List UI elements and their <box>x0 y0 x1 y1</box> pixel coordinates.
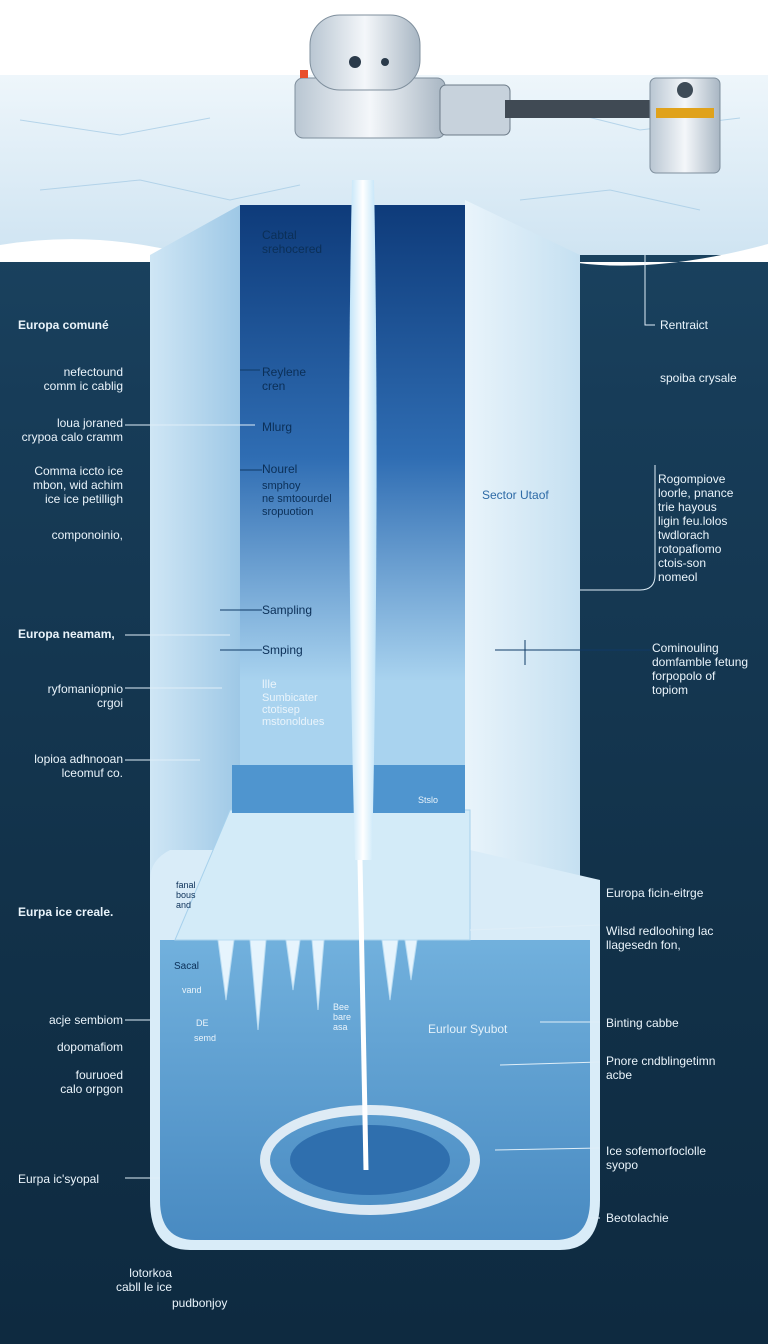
label-stello: Stslo <box>418 795 439 805</box>
pool-ring <box>260 1105 480 1215</box>
label-de: DE <box>196 1018 209 1028</box>
label-loua-joraned: loua joraned crypoa calo cramm <box>21 416 123 444</box>
label-sampling: Sampling <box>262 603 313 617</box>
label-pudbonjoy: pudbonjoy <box>172 1296 228 1310</box>
label-nourel: Nourel <box>262 462 298 476</box>
label-fanal: fanal bous and <box>176 880 196 910</box>
label-cabtal: Cabtal srehocered <box>262 228 323 256</box>
label-pnore-cnd: Pnore cndblingetimn acbe <box>606 1054 716 1082</box>
label-sector-utaof: Sector Utaof <box>482 488 549 502</box>
label-mlurg: Mlurg <box>262 420 293 434</box>
label-nefectound: nefectound comm ic cablig <box>43 365 123 393</box>
label-beotolachie: Beotolachie <box>606 1211 669 1225</box>
label-sumbicater: Sumbicater ctotisep mstonoldues <box>262 692 325 728</box>
label-spoiba-crysale: spoiba crysale <box>660 371 737 385</box>
label-europa-neamam: Europa neamam, <box>18 627 115 641</box>
pool-center <box>290 1125 450 1195</box>
label-smphoy: smphoy ne smtoourdel sropuotion <box>262 480 332 518</box>
label-europa-icesyopal: Eurpa ic'syopal <box>18 1172 99 1186</box>
ice-surface <box>0 75 768 255</box>
drill-assembly <box>294 14 721 174</box>
ice-shelf <box>174 809 471 941</box>
surface-cracks <box>19 109 741 211</box>
label-europa-comune: Europa comuné <box>18 318 109 332</box>
label-wilsd-redlooh: Wilsd redloohing lac llagesedn fon, <box>606 924 714 952</box>
label-lotorkoa: lotorkoa cabll le ice <box>115 1266 172 1294</box>
leader-lines <box>125 255 656 1219</box>
label-ille: llle <box>262 677 277 691</box>
label-fouruoed: fouruoed calo orpgon <box>60 1068 123 1096</box>
leader-lines-dark <box>220 369 650 665</box>
label-europa-ice-creale: Eurpa ice creale. <box>18 905 114 919</box>
label-eurlour-syubot: Eurlour Syubot <box>428 1022 508 1036</box>
water-stream <box>349 180 377 860</box>
label-componoinio: componoinio, <box>51 528 123 542</box>
icicles <box>217 939 418 1031</box>
label-rogompilove: Rogompiove loorle, pnance trie hayous li… <box>658 472 734 584</box>
label-bee-bare: Bee bare asa <box>333 1002 352 1032</box>
label-reylene: Reylene cren <box>262 365 307 393</box>
label-binting-cabbe: Binting cabbe <box>606 1016 679 1030</box>
label-smping: Smping <box>262 643 303 657</box>
label-semd: semd <box>194 1033 217 1043</box>
label-comma-iccto: Comma iccto ice mbon, wid achim ice ice … <box>32 464 123 506</box>
label-vand: vand <box>182 985 202 995</box>
label-ice-sofemor: Ice sofemorfoclolle syopo <box>606 1144 707 1172</box>
label-rentraict: Rentraict <box>660 318 709 332</box>
label-comminouling: Cominouling domfamble fetung forpopolo o… <box>652 641 749 697</box>
label-acje-sembiom: acje sembiom <box>48 1013 123 1027</box>
label-dopomafiom: dopomafiom <box>56 1040 123 1054</box>
stream-lower <box>357 859 369 1171</box>
ice-block-left <box>150 205 240 960</box>
water-surface <box>232 765 465 813</box>
label-europa-ficin: Europa ficin-eitrge <box>606 886 704 900</box>
label-iopioa-adhnooan: lopioa adhnooan lceomuf co. <box>34 752 123 780</box>
label-sacal: Sacal <box>174 961 200 972</box>
label-ryfomaniopnio: ryfomaniopnio crgoi <box>47 682 123 710</box>
